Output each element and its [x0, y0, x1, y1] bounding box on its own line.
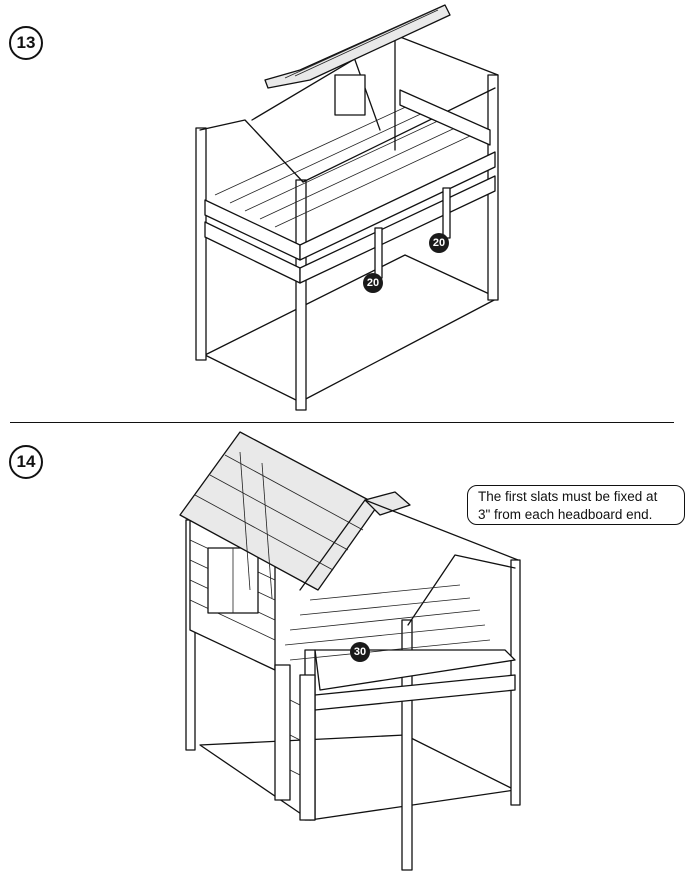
roof-14-boards [194, 451, 364, 599]
part-tag-20-left: 20 [363, 273, 383, 293]
step-divider [10, 422, 674, 423]
window-frame [334, 74, 366, 116]
inner-slats [214, 104, 471, 228]
gable-left [199, 119, 304, 183]
step-14-number: 14 [16, 452, 36, 471]
ridge-beam [302, 87, 496, 183]
part-tag-30: 30 [350, 642, 370, 662]
brace-1 [354, 59, 381, 131]
note-line-2: 3" from each headboard end. [478, 507, 653, 522]
part-tag-30-label: 30 [354, 646, 366, 658]
note-line-1: The first slats must be fixed at [478, 489, 658, 504]
step-13-badge: 13 [9, 26, 43, 60]
ladder-rungs [289, 699, 301, 776]
floor-frame [204, 254, 499, 403]
part-tag-20-right-label: 20 [433, 237, 445, 249]
step-14-bed-frame [179, 431, 521, 871]
gable-14-front [407, 554, 516, 626]
gable-14 [299, 499, 519, 591]
rail-back [399, 89, 491, 146]
step-13-number: 13 [16, 33, 36, 52]
part-tag-20-right: 20 [429, 233, 449, 253]
bracket-right [442, 187, 451, 239]
roof-lines [284, 9, 439, 79]
part-tag-20-left-label: 20 [367, 277, 379, 289]
ladder-rail-right [299, 674, 316, 821]
step-14-badge: 14 [9, 445, 43, 479]
post-14-front [401, 619, 413, 871]
ladder-rail-left [274, 664, 291, 801]
bracket-left [374, 227, 383, 279]
instruction-note: The first slats must be fixed at 3" from… [467, 485, 685, 525]
post-front-left [195, 127, 207, 361]
floor-frame-14 [199, 734, 516, 821]
roof-14-right-cap [364, 491, 411, 516]
slats-14 [284, 584, 491, 661]
rail-front-1 [299, 151, 496, 261]
step-13-bed-frame [195, 4, 499, 411]
